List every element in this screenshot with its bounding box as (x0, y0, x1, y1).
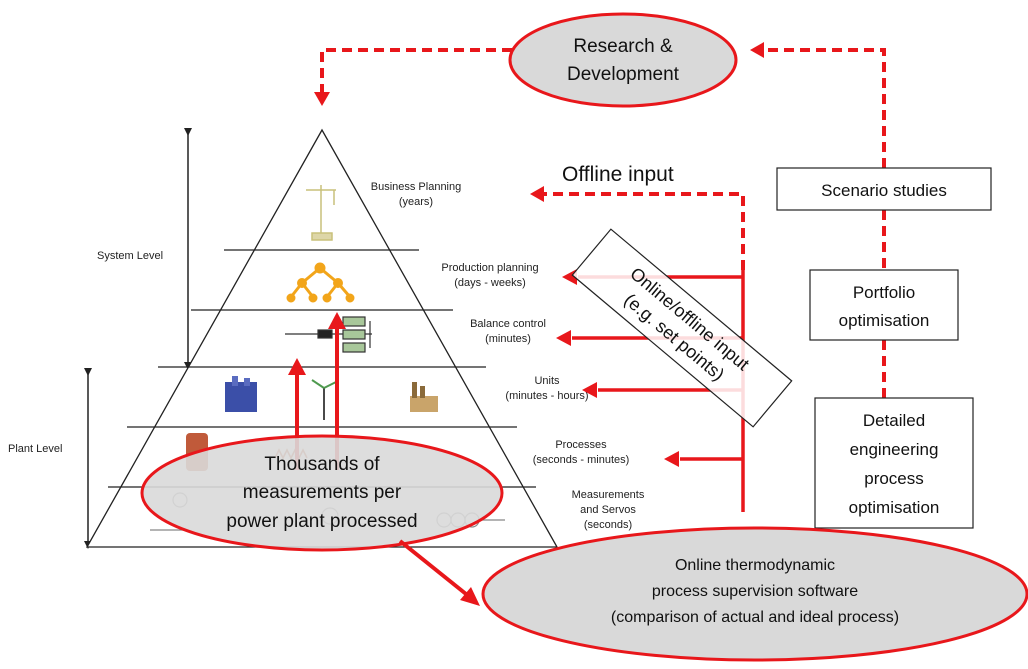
measurements-label-line1: Thousands of (264, 454, 380, 475)
wind-turbine-icon (311, 379, 337, 420)
software-label-line3: (comparison of actual and ideal process) (611, 609, 899, 626)
rd-node: Research & Development (508, 12, 738, 108)
plant-level-label: Plant Level (8, 443, 62, 455)
online-input-arrowheads (556, 269, 679, 467)
detailed-label-line1: Detailed (863, 411, 925, 430)
crane-icon (306, 185, 336, 241)
left-axis (84, 128, 192, 549)
level-production-planning: Production planning (441, 262, 538, 274)
detailed-optimisation-box: Detailed engineering process optimisatio… (814, 397, 974, 529)
level-balance-control: Balance control (470, 318, 546, 330)
arrowhead-balance (556, 330, 571, 346)
rd-feedback-loop (320, 48, 886, 398)
dashed-line-rd-to-pyramid (320, 48, 512, 95)
level-balance-control-sub: (minutes) (485, 333, 531, 345)
software-ellipse: Online thermodynamic process supervision… (481, 526, 1028, 662)
level-processes-sub: (seconds - minutes) (533, 454, 630, 466)
power-plant-icon (225, 376, 257, 412)
system-level-label: System Level (97, 250, 163, 262)
pyramid-level-labels: Business Planning (years) Production pla… (371, 181, 645, 531)
arrowhead-units (582, 382, 597, 398)
rd-arrowhead-left (314, 92, 330, 106)
detailed-label-line3: process (864, 469, 924, 488)
level-units: Units (534, 375, 560, 387)
measurements-label-line3: power plant processed (226, 511, 417, 532)
level-processes: Processes (555, 439, 607, 451)
rd-arrowhead-right (750, 42, 764, 58)
arrow-measurements-to-software (398, 539, 480, 606)
level-production-planning-sub: (days - weeks) (454, 277, 526, 289)
rd-label-line2: Development (567, 64, 680, 85)
measurements-label-line2: measurements per (243, 482, 402, 503)
level-measurements-sub2: (seconds) (584, 519, 632, 531)
level-measurements-sub: and Servos (580, 504, 636, 516)
level-business-planning: Business Planning (371, 181, 462, 193)
rd-label-line1: Research & (573, 36, 673, 57)
scenario-studies-box: Scenario studies (776, 167, 992, 211)
detailed-label-line2: engineering (850, 440, 939, 459)
dashed-line-scenario-to-rd (760, 48, 886, 168)
portfolio-optimisation-box: Portfolio optimisation (809, 269, 959, 341)
portfolio-label-line1: Portfolio (853, 283, 915, 302)
scenario-studies-label: Scenario studies (821, 181, 947, 200)
hierarchy-tree-icon (286, 262, 355, 303)
measurements-ellipse: Thousands of measurements per power plan… (140, 434, 504, 552)
level-business-planning-sub: (years) (399, 196, 433, 208)
software-label-line1: Online thermodynamic (675, 557, 835, 574)
level-measurements: Measurements (572, 489, 645, 501)
detailed-label-line4: optimisation (849, 498, 940, 517)
software-label-line2: process supervision software (652, 583, 858, 600)
arrowhead-production (562, 269, 577, 285)
offline-input-label: Offline input (562, 163, 674, 186)
level-units-sub: (minutes - hours) (505, 390, 588, 402)
dashed-offline-input-line (540, 192, 745, 270)
portfolio-label-line2: optimisation (839, 311, 930, 330)
arrowhead-processes (664, 451, 679, 467)
offline-arrowhead (530, 186, 544, 202)
online-offline-input-box: Online/offline input (e.g. set points) (571, 228, 793, 428)
factory-icon (410, 382, 438, 412)
circuit-diagram-icon (285, 316, 372, 353)
